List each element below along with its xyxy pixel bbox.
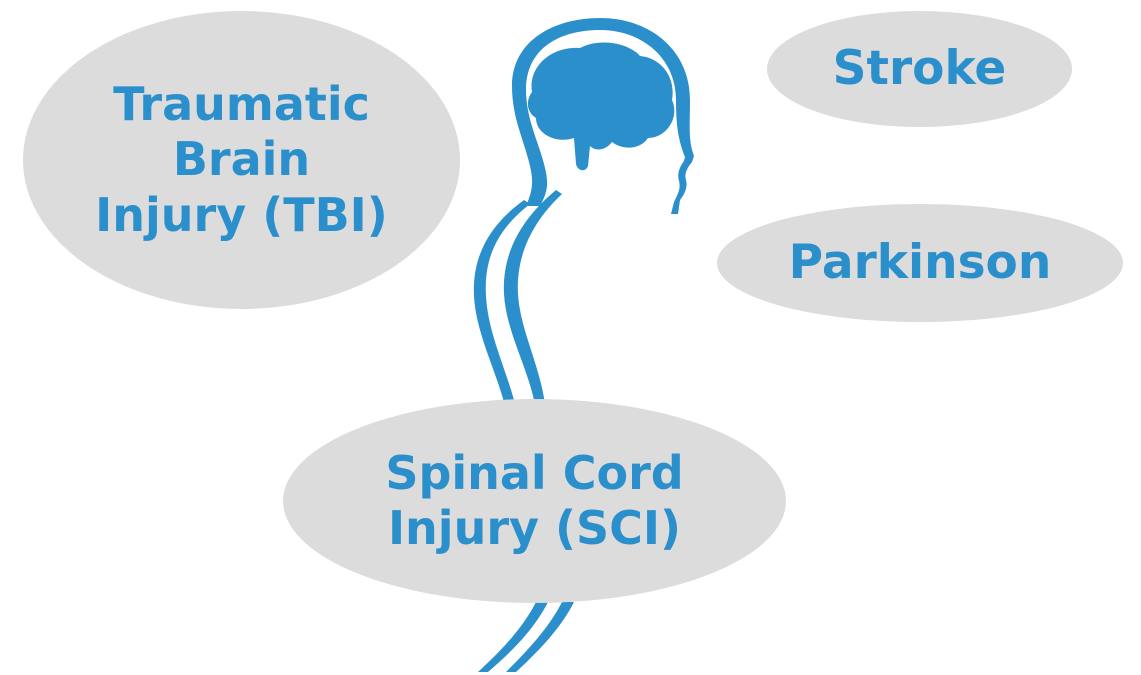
bubble-label-sci: Spinal Cord Injury (SCI) [385, 446, 683, 556]
bubble-label-stroke: Stroke [833, 41, 1007, 97]
bubble-spinal-cord-injury: Spinal Cord Injury (SCI) [283, 399, 786, 603]
bubble-label-parkinson: Parkinson [789, 235, 1052, 291]
bubble-label-tbi: Traumatic Brain Injury (TBI) [95, 77, 388, 243]
brain-shape [528, 42, 674, 170]
bubble-stroke: Stroke [767, 11, 1072, 127]
bubble-parkinson: Parkinson [717, 204, 1123, 322]
spine-tail-left [478, 602, 548, 672]
bubble-traumatic-brain-injury: Traumatic Brain Injury (TBI) [23, 11, 460, 309]
